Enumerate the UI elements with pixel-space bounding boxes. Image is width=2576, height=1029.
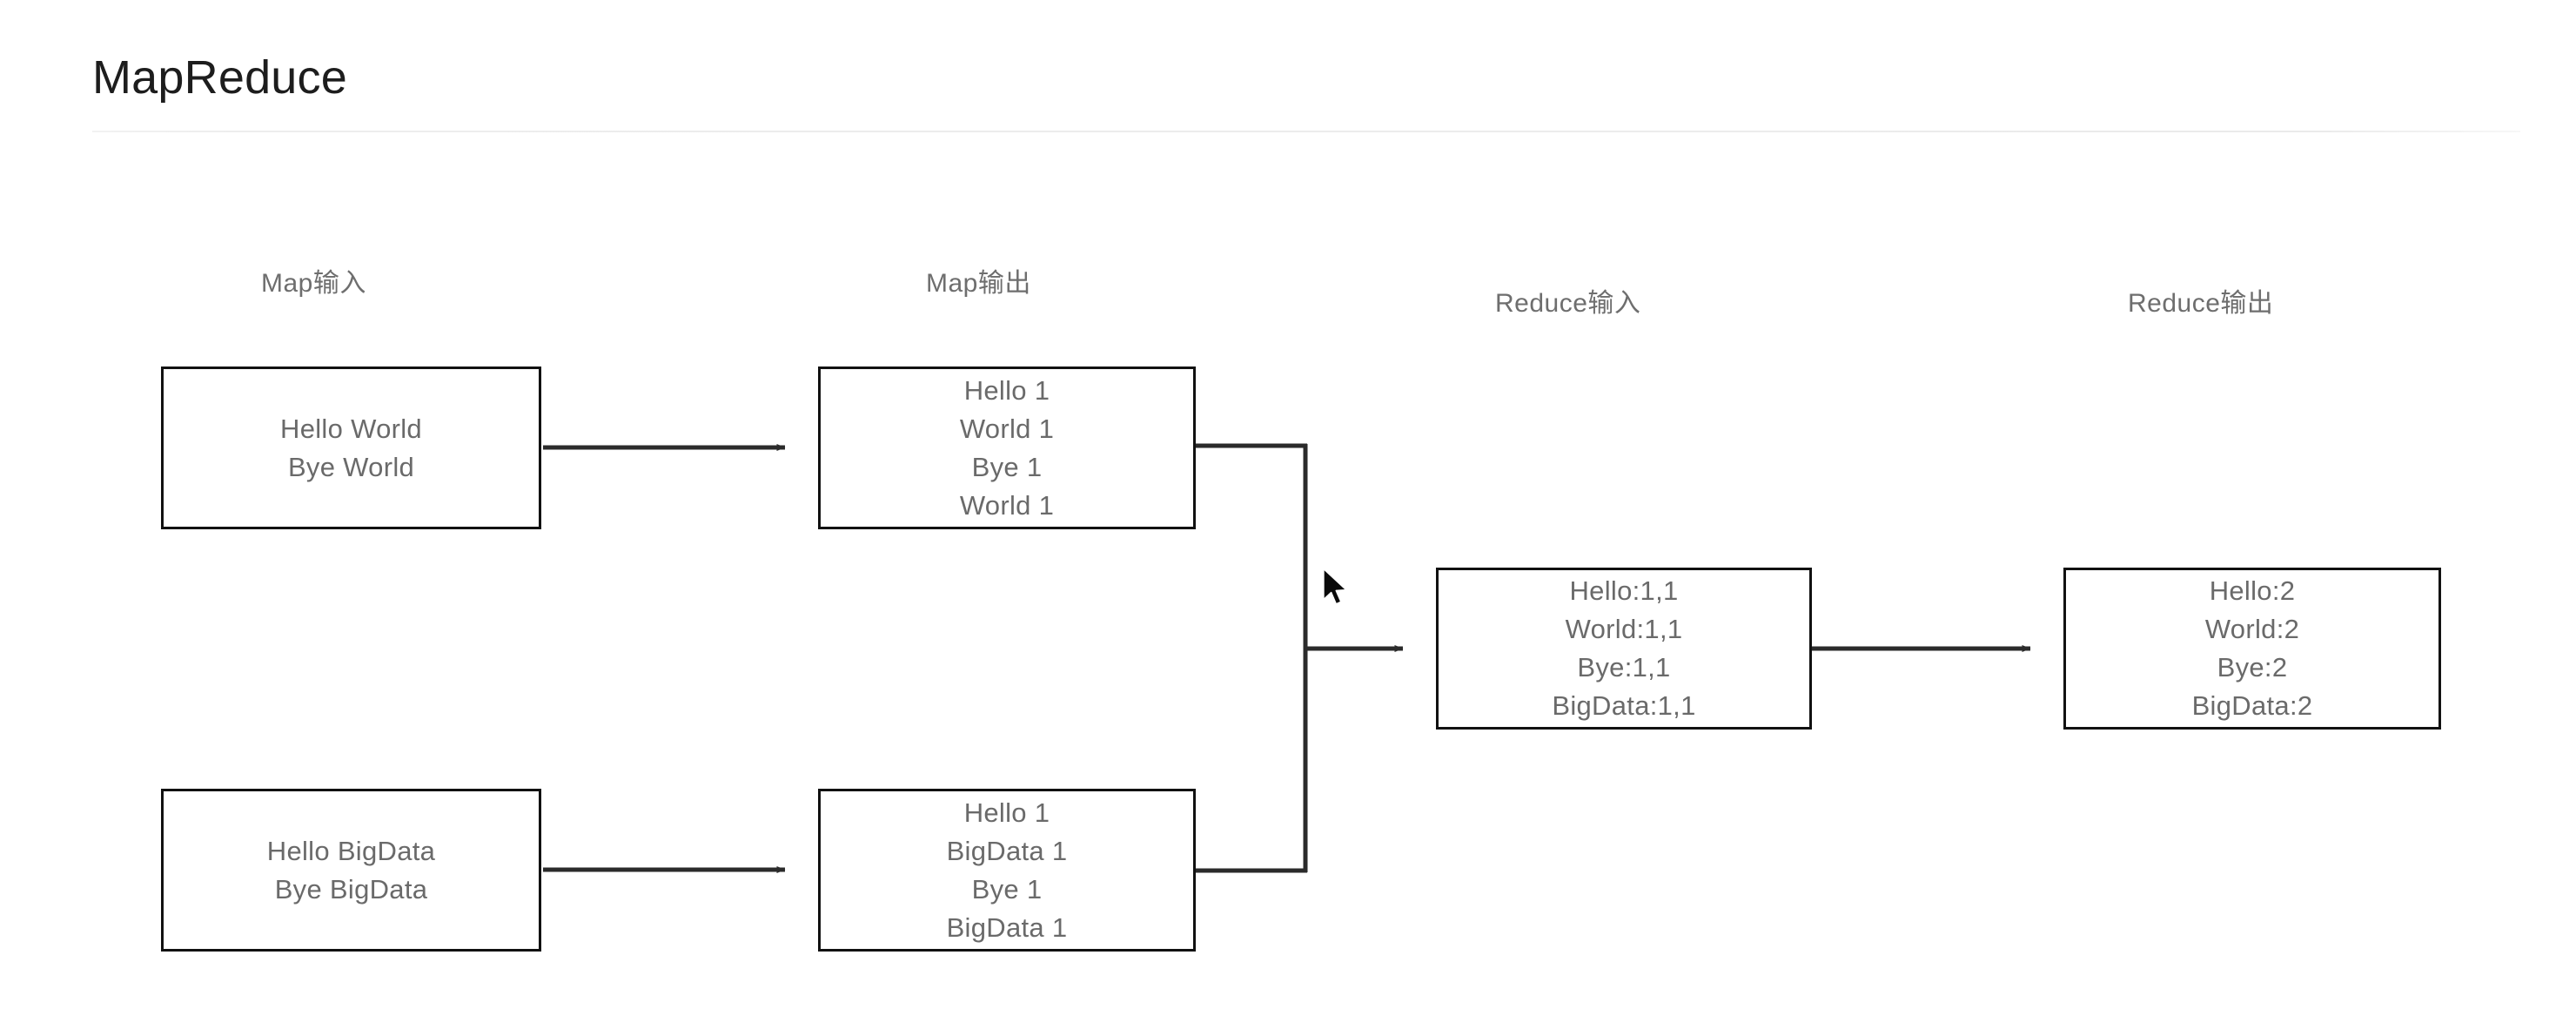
column-header-map-input: Map输入 <box>261 269 366 298</box>
box-line: Bye BigData <box>274 873 428 905</box>
box-line: Bye:1,1 <box>1577 652 1671 683</box>
box-line: Bye 1 <box>971 873 1043 905</box>
box-line: Bye 1 <box>971 451 1043 482</box>
box-map-input-1[interactable]: Hello World Bye World <box>161 367 541 529</box>
column-header-map-output: Map输出 <box>926 269 1031 298</box>
box-line: BigData 1 <box>946 835 1068 866</box>
box-line: Hello 1 <box>963 797 1050 828</box>
box-line: World:1,1 <box>1565 614 1683 644</box>
box-reduce-output[interactable]: Hello:2 World:2 Bye:2 BigData:2 <box>2063 568 2441 730</box>
column-header-reduce-input: Reduce输入 <box>1495 289 1641 318</box>
box-line: World 1 <box>959 413 1055 444</box>
page-title: MapReduce <box>92 51 347 104</box>
box-line: World:2 <box>2204 614 2300 644</box>
box-line: Bye World <box>287 451 415 482</box>
box-line: BigData:2 <box>2191 690 2313 721</box>
box-map-output-1[interactable]: Hello 1 World 1 Bye 1 World 1 <box>818 367 1196 529</box>
box-line: Bye:2 <box>2217 652 2288 683</box>
box-map-output-2[interactable]: Hello 1 BigData 1 Bye 1 BigData 1 <box>818 789 1196 952</box>
box-line: BigData:1,1 <box>1552 690 1696 721</box>
box-line: BigData 1 <box>946 911 1068 943</box>
box-line: Hello:2 <box>2209 575 2296 606</box>
box-line: Hello BigData <box>266 835 436 866</box>
box-reduce-input[interactable]: Hello:1,1 World:1,1 Bye:1,1 BigData:1,1 <box>1436 568 1812 730</box>
box-line: Hello:1,1 <box>1569 575 1679 606</box>
title-divider <box>92 131 2520 132</box>
box-line: Hello World <box>280 413 422 444</box>
box-map-input-2[interactable]: Hello BigData Bye BigData <box>161 789 541 952</box>
column-header-reduce-output: Reduce输出 <box>2128 289 2274 318</box>
box-line: Hello 1 <box>963 374 1050 406</box>
box-line: World 1 <box>959 489 1055 521</box>
